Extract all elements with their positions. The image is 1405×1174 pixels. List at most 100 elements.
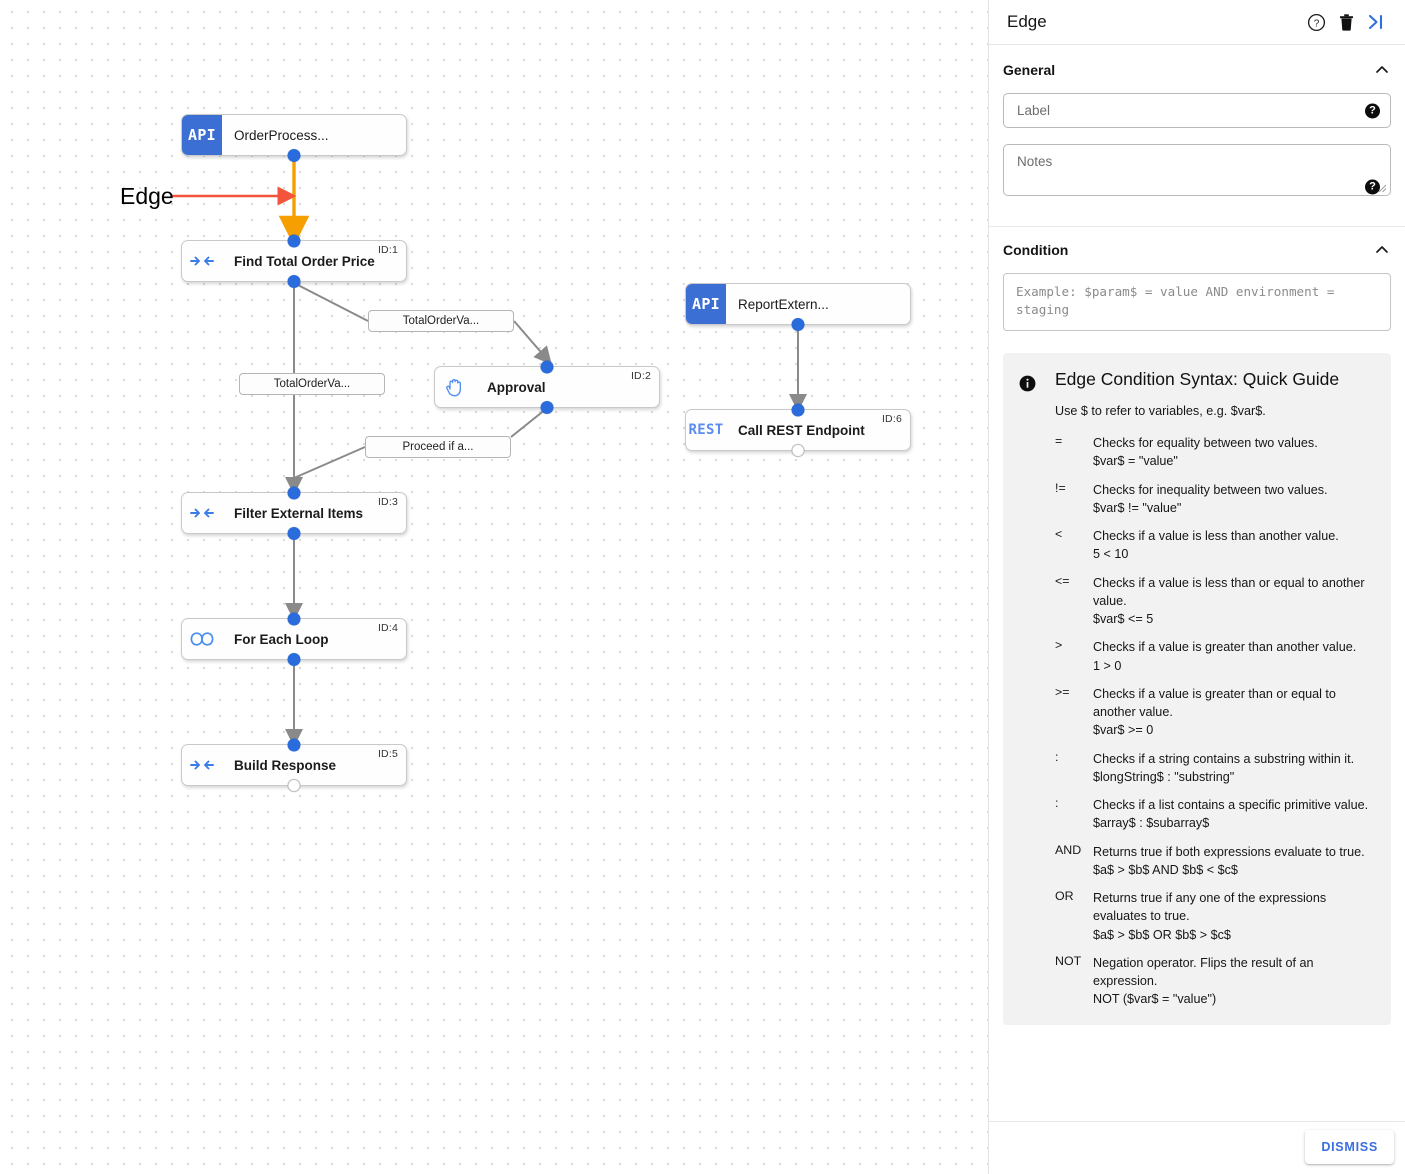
operator-description: Returns true if both expressions evaluat… xyxy=(1093,844,1365,859)
edge-label[interactable]: TotalOrderVa... xyxy=(239,373,385,395)
node-input-port[interactable] xyxy=(287,612,301,626)
operator-row: < Checks if a value is less than another… xyxy=(1055,527,1375,564)
operator-symbol: <= xyxy=(1055,573,1070,588)
operator-example: $a$ > $b$ AND $b$ < $c$ xyxy=(1093,862,1238,877)
operator-description: Checks for inequality between two values… xyxy=(1093,482,1328,497)
operator-row: <= Checks if a value is less than or equ… xyxy=(1055,574,1375,629)
operator-symbol: : xyxy=(1055,796,1059,810)
condition-section: Condition Example: $param$ = value AND e… xyxy=(989,227,1405,1039)
chevron-up-icon[interactable] xyxy=(1373,61,1391,79)
operator-example: $longString$ : "substring" xyxy=(1093,769,1235,784)
node-call-rest-endpoint[interactable]: REST Call REST Endpoint ID:6 xyxy=(685,403,911,457)
node-input-port[interactable] xyxy=(287,486,301,500)
general-section-header[interactable]: General xyxy=(1003,61,1391,79)
operator-description: Checks if a list contains a specific pri… xyxy=(1093,798,1369,812)
node-output-port[interactable] xyxy=(287,148,301,162)
panel-title: Edge xyxy=(1007,12,1047,31)
operator-row: > Checks if a value is greater than anot… xyxy=(1055,638,1375,675)
node-id-label: ID:3 xyxy=(377,496,398,508)
panel-body: General Label ? Notes ? xyxy=(989,45,1405,1174)
node-find-total-order-price[interactable]: Find Total Order Price ID:1 xyxy=(181,234,407,288)
node-output-port[interactable] xyxy=(540,400,554,414)
condition-placeholder: Example: $param$ = value AND environment… xyxy=(1016,284,1335,318)
operator-example: $array$ : $subarray$ xyxy=(1093,816,1210,831)
label-field[interactable]: Label ? xyxy=(1003,93,1391,128)
node-order-process[interactable]: API OrderProcess... xyxy=(181,114,407,162)
node-input-port[interactable] xyxy=(287,234,301,248)
operator-row: AND Returns true if both expressions eva… xyxy=(1055,843,1375,880)
operator-description: Checks for equality between two values. xyxy=(1093,436,1318,450)
condition-heading: Condition xyxy=(1003,242,1069,258)
operator-example: $var$ <= 5 xyxy=(1093,612,1154,626)
notes-field[interactable]: Notes ? xyxy=(1003,144,1391,196)
panel-header: Edge ? xyxy=(989,0,1405,45)
node-id-label: ID:5 xyxy=(377,748,398,760)
operator-row: = Checks for equality between two values… xyxy=(1055,434,1375,471)
collapse-panel-icon[interactable] xyxy=(1361,7,1391,37)
operator-example: $a$ > $b$ OR $b$ > $c$ xyxy=(1093,927,1231,942)
operator-symbol: OR xyxy=(1055,889,1074,903)
rest-badge-icon: REST xyxy=(688,422,724,438)
operator-symbol: != xyxy=(1055,480,1066,495)
operator-example: NOT ($var$ = "value") xyxy=(1093,992,1217,1007)
node-input-port[interactable] xyxy=(287,738,301,752)
operator-example: 1 > 0 xyxy=(1093,658,1122,673)
operator-row: != Checks for inequality between two val… xyxy=(1055,481,1375,518)
label-field-placeholder: Label xyxy=(1017,103,1051,118)
node-input-port[interactable] xyxy=(540,360,554,374)
operator-symbol: AND xyxy=(1055,842,1082,857)
operator-example: 5 < 10 xyxy=(1093,547,1129,562)
node-input-port[interactable] xyxy=(791,403,805,417)
node-for-each-loop[interactable]: For Each Loop ID:4 xyxy=(181,612,407,666)
operator-description: Checks if a value is greater than or equ… xyxy=(1093,686,1336,719)
operator-symbol: >= xyxy=(1055,684,1070,699)
guide-lead: Use $ to refer to variables, e.g. $var$. xyxy=(1055,404,1266,418)
edge-label[interactable]: TotalOrderVa... xyxy=(368,310,514,332)
node-build-response[interactable]: Build Response ID:5 xyxy=(181,738,407,792)
node-report-external[interactable]: API ReportExtern... xyxy=(685,283,911,331)
operator-symbol: > xyxy=(1055,638,1063,653)
node-title: Call REST Endpoint xyxy=(738,422,865,438)
merge-arrows-icon xyxy=(182,745,222,785)
workflow-canvas[interactable]: Edge API OrderProcess... Find Total Orde… xyxy=(0,0,988,1174)
resize-grip-icon[interactable] xyxy=(1378,184,1387,193)
operator-row: >= Checks if a value is greater than or … xyxy=(1055,685,1375,740)
node-output-port[interactable] xyxy=(791,317,805,331)
edge-connections xyxy=(172,156,807,747)
node-title: Find Total Order Price xyxy=(234,253,375,269)
notes-help-icon[interactable]: ? xyxy=(1365,179,1380,195)
notes-field-placeholder: Notes xyxy=(1017,154,1053,169)
edge-properties-panel: Edge ? xyxy=(988,0,1405,1174)
node-output-port[interactable] xyxy=(791,443,805,457)
operator-symbol: < xyxy=(1055,527,1063,541)
node-title: Build Response xyxy=(234,757,337,773)
operator-row: OR Returns true if any one of the expres… xyxy=(1055,889,1375,944)
operator-example: $var$ != "value" xyxy=(1093,500,1182,515)
node-title: Approval xyxy=(487,379,546,395)
help-icon[interactable]: ? xyxy=(1301,7,1331,37)
condition-input[interactable]: Example: $param$ = value AND environment… xyxy=(1003,273,1391,331)
node-output-port[interactable] xyxy=(287,526,301,540)
operator-description: Checks if a string contains a substring … xyxy=(1093,751,1355,766)
api-badge-icon: API xyxy=(182,115,222,155)
condition-section-header[interactable]: Condition xyxy=(1003,241,1391,259)
label-help-icon[interactable]: ? xyxy=(1365,103,1380,118)
edge-label[interactable]: Proceed if a... xyxy=(365,436,511,458)
general-heading: General xyxy=(1003,62,1056,78)
node-output-port[interactable] xyxy=(287,778,301,792)
node-filter-external-items[interactable]: Filter External Items ID:3 xyxy=(181,486,407,540)
dismiss-button[interactable]: DISMISS xyxy=(1305,1130,1394,1164)
node-output-port[interactable] xyxy=(287,652,301,666)
operator-description: Checks if a value is less than another v… xyxy=(1093,529,1339,543)
delete-icon[interactable] xyxy=(1331,7,1361,37)
edge-annotation-label: Edge xyxy=(120,183,174,209)
chevron-up-icon[interactable] xyxy=(1373,241,1391,259)
node-output-port[interactable] xyxy=(287,274,301,288)
operator-symbol: : xyxy=(1055,749,1059,764)
node-title: ReportExtern... xyxy=(738,296,829,312)
merge-arrows-icon xyxy=(182,493,222,533)
node-id-label: ID:4 xyxy=(377,622,398,634)
operator-description: Negation operator. Flips the result of a… xyxy=(1093,955,1314,988)
node-approval[interactable]: Approval ID:2 xyxy=(434,360,660,414)
node-title: For Each Loop xyxy=(234,631,329,647)
